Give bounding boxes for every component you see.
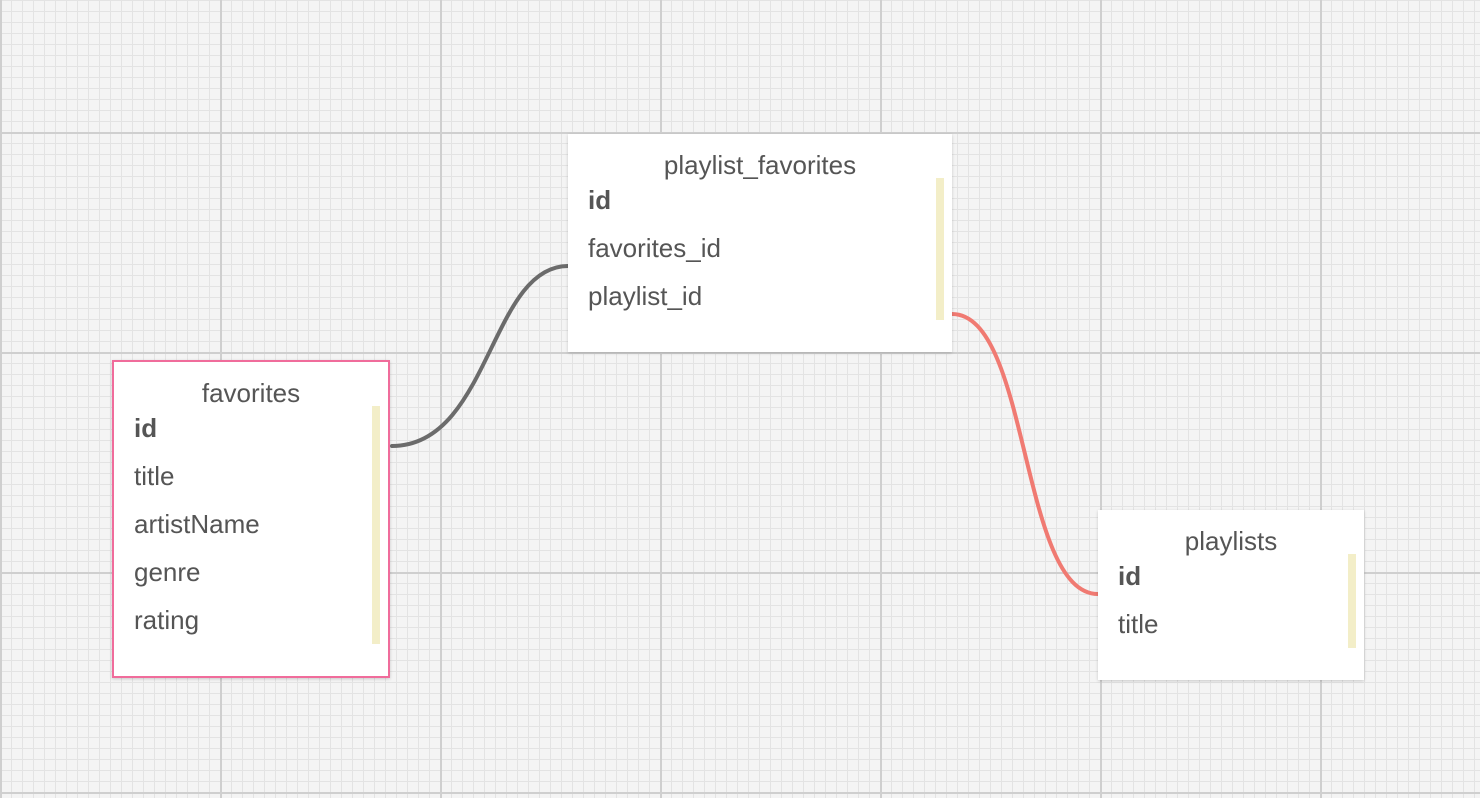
field-row-rating[interactable]: rating	[134, 605, 200, 635]
table-playlist-favorites[interactable]: playlist_favorites id favorites_id playl…	[568, 134, 952, 352]
scrollbar[interactable]	[936, 178, 944, 320]
table-title: playlist_favorites	[663, 150, 857, 180]
field-row-id[interactable]: id	[134, 413, 158, 443]
table-favorites[interactable]: favorites id title artistName genre rati…	[112, 360, 390, 678]
field-list: id favorites_id playlist_id	[568, 176, 952, 320]
field-row-artistname[interactable]: artistName	[134, 509, 260, 539]
field-row-title[interactable]: title	[134, 461, 175, 491]
scrollbar[interactable]	[372, 406, 380, 644]
field-list: id title	[1098, 552, 1364, 648]
table-playlists[interactable]: playlists id title	[1098, 510, 1364, 680]
table-title: favorites	[201, 378, 301, 408]
table-title: playlists	[1184, 526, 1278, 556]
field-row-id[interactable]: id	[588, 185, 612, 215]
field-row-id[interactable]: id	[1118, 561, 1142, 591]
field-row-favorites-id[interactable]: favorites_id	[588, 233, 721, 263]
field-list: id title artistName genre rating	[114, 404, 388, 644]
field-row-title[interactable]: title	[1118, 609, 1159, 639]
field-row-playlist-id[interactable]: playlist_id	[588, 281, 703, 311]
scrollbar[interactable]	[1348, 554, 1356, 648]
relation-favorites-to-playlist-favorites[interactable]	[390, 264, 570, 448]
field-row-genre[interactable]: genre	[134, 557, 201, 587]
relation-playlist-favorites-to-playlists[interactable]	[950, 312, 1100, 596]
